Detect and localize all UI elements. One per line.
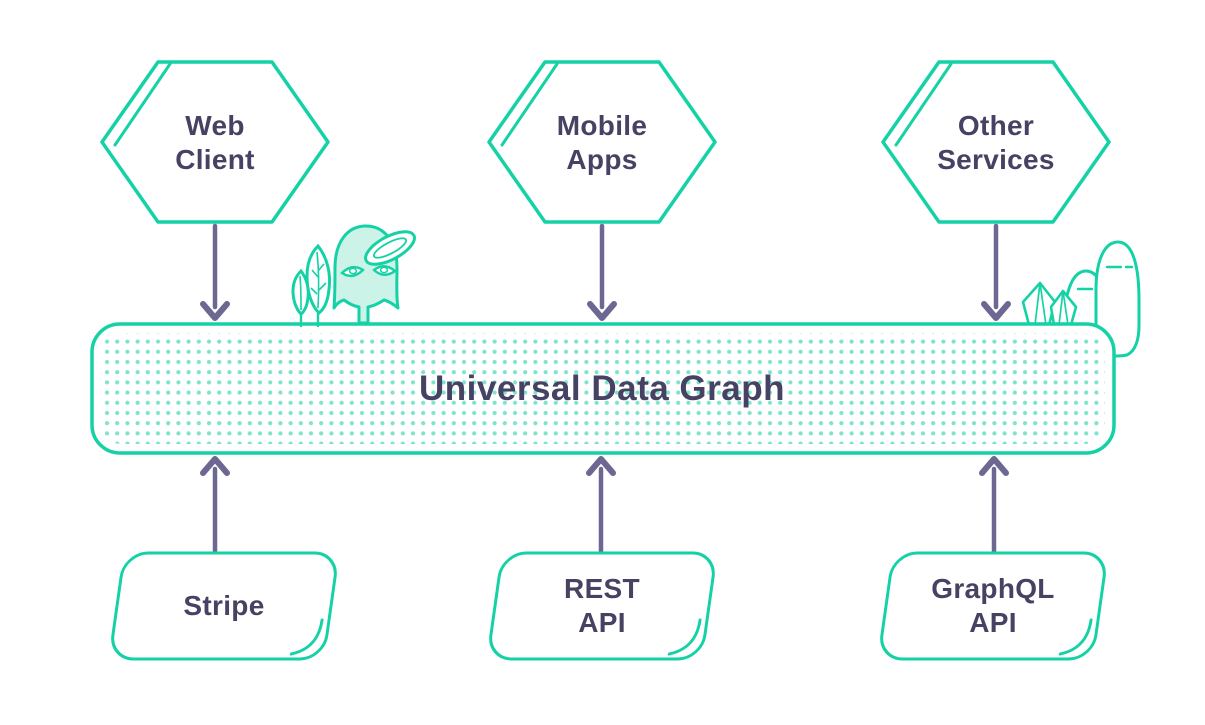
hexagon-accent-line [113,62,172,147]
corner-swoosh [667,618,702,656]
bar-title: Universal Data Graph [419,369,785,408]
universal-data-graph-bar [90,322,1116,455]
hexagon-web-client [100,60,330,224]
hexagon-accent-line [500,62,559,147]
mascot-eyes [340,265,397,278]
box-rest-api [489,551,715,661]
arrow-other-services-to-bar [981,223,1011,321]
graphql-api-label: GraphQL API [931,573,1055,638]
rest-api-label: REST API [564,573,640,638]
arrow-web-client-to-bar [200,223,230,321]
leaf-plants-icon [291,243,331,328]
corner-swoosh [1058,618,1093,656]
mascot-halo [364,230,416,266]
hexagon-mobile-apps [487,60,717,224]
arrow-graphql-api-to-bar [979,456,1009,556]
other-services-label: Other Services [937,110,1055,175]
web-client-label: Web Client [175,110,255,175]
arrow-mobile-apps-to-bar [587,223,617,321]
hexagon-accent-line [894,62,953,147]
dot-pattern-fill [101,333,1105,444]
hexagon-other-services [881,60,1111,224]
stripe-label: Stripe [183,590,265,621]
ghost-mascot-icon [332,224,416,325]
box-graphql-api [880,551,1106,661]
arrow-stripe-to-bar [200,456,230,556]
arrow-rest-api-to-bar [586,456,616,556]
box-stripe [111,551,337,661]
corner-swoosh [289,618,324,656]
mobile-apps-label: Mobile Apps [556,110,648,175]
